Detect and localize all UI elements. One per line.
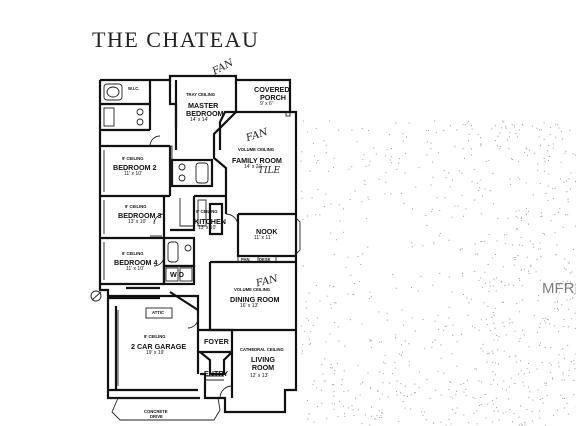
porch-name-line1: COVERED <box>254 85 290 94</box>
desk-label: DESK <box>259 257 271 262</box>
dining-ceiling: VOLUME CEILING <box>234 287 271 292</box>
dining-size: 16' x 13' <box>240 303 259 309</box>
tile-note: TILE <box>258 166 281 176</box>
nook-name: NOOK <box>256 227 278 236</box>
foyer-label: FOYER <box>204 337 229 346</box>
bed3-ceiling: 9' CEILING <box>125 204 147 209</box>
living-ceiling: CATHEDRAL CEILING <box>240 347 284 352</box>
garage-ceiling: 8' CEILING <box>144 334 166 339</box>
family-size: 14' x 21' <box>244 164 263 170</box>
garage-size: 19' x 19' <box>146 350 165 356</box>
kitchen-name: KITCHEN <box>194 217 226 226</box>
kitchen-size: 13' x 10' <box>198 225 217 231</box>
pan-label: PAN <box>241 257 250 262</box>
bed3-name: BEDROOM 3 <box>118 211 162 220</box>
master-size: 14' x 14' <box>190 117 209 123</box>
bed4-name: BEDROOM 4 <box>114 258 158 267</box>
master-name-line1: MASTER <box>188 101 219 110</box>
bed2-name: BEDROOM 2 <box>113 163 157 172</box>
kitchen-ceiling: 9' CEILING <box>196 209 218 214</box>
attic-label: ATTIC <box>152 310 165 315</box>
garage-name: 2 CAR GARAGE <box>131 342 187 351</box>
family-ceiling: VOLUME CEILING <box>238 147 275 152</box>
bed2-ceiling: 9' CEILING <box>122 156 144 161</box>
dining-name: DINING ROOM <box>230 295 280 304</box>
washer-dryer-label: W D <box>170 270 184 279</box>
nook-size: 11' x 11' <box>254 235 272 241</box>
entry-label: ENTRY <box>204 369 229 378</box>
porch-size: 9' x 6' <box>260 101 273 107</box>
bed4-size: 11' x 10' <box>126 266 144 272</box>
wic-label: W.I.C. <box>128 86 140 91</box>
master-ceiling: TRAY CEILING <box>186 92 216 97</box>
concrete-drive-line2: DRIVE <box>150 414 163 419</box>
watermark: MFRM <box>542 280 576 297</box>
porch-name-line2: PORCH <box>260 93 286 102</box>
concrete-drive-line1: CONCRETE <box>144 409 168 414</box>
scan-noise <box>300 120 576 426</box>
family-name: FAMILY ROOM <box>232 156 282 165</box>
bed2-size: 11' x 10' <box>124 171 142 177</box>
living-name-line1: LIVING ROOM <box>251 355 275 372</box>
bed3-size: 13' x 10' <box>128 219 147 225</box>
master-name-line2: BEDROOM <box>186 109 224 118</box>
bed4-ceiling: 9' CEILING <box>122 251 144 256</box>
living-size: 12' x 13' <box>250 373 269 379</box>
plan-title: THE CHATEAU <box>92 27 260 52</box>
